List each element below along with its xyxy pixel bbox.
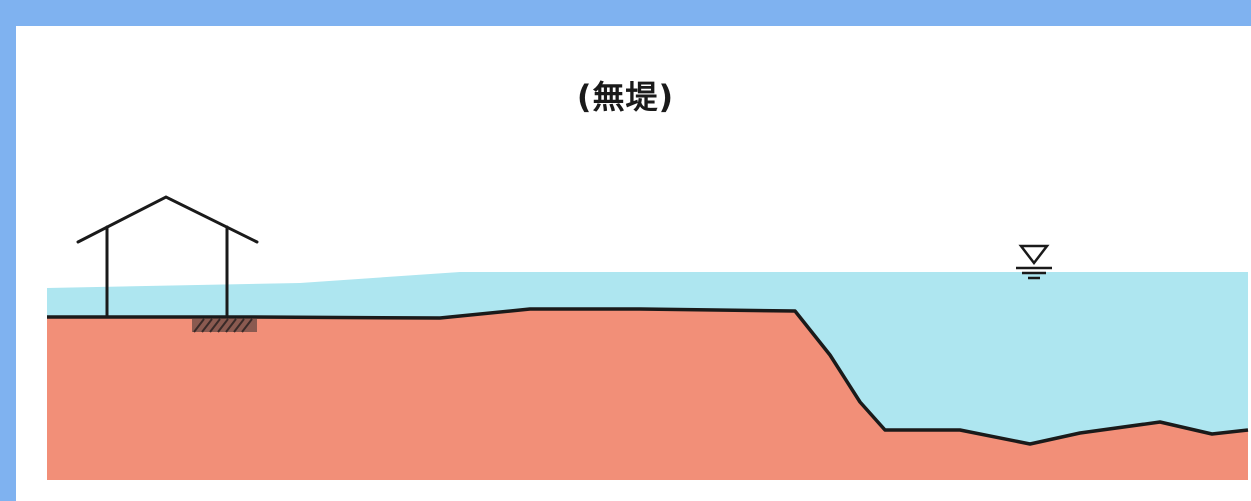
water-level-symbol — [1016, 244, 1052, 280]
house-foundation — [192, 318, 257, 333]
diagram-title: (無堤) — [576, 78, 675, 116]
house-icon — [76, 195, 259, 319]
ground-outline — [47, 307, 1249, 446]
ground-profile — [47, 309, 1248, 480]
